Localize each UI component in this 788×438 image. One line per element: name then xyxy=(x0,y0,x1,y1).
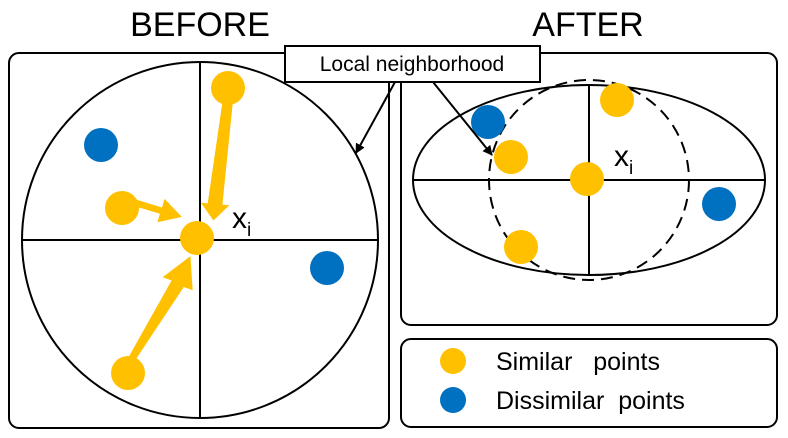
similar-point xyxy=(494,140,528,174)
callout-arrow-to-after xyxy=(432,81,493,156)
before-title: BEFORE xyxy=(130,6,270,44)
similar-point xyxy=(111,356,145,390)
arrow-left-to-center xyxy=(126,197,182,223)
after-xi-label: xi xyxy=(614,140,633,179)
legend-similar-swatch xyxy=(440,348,466,374)
arrow-bottom-to-center xyxy=(124,256,193,367)
after-panel-frame xyxy=(400,52,778,326)
similar-point xyxy=(600,83,634,117)
after-title: AFTER xyxy=(532,6,643,44)
dissimilar-point xyxy=(310,251,344,285)
before-xi-label: xi xyxy=(232,202,251,241)
local-neighborhood-callout: Local neighborhood xyxy=(284,45,541,156)
before-panel-frame xyxy=(8,52,390,429)
dissimilar-point xyxy=(471,105,505,139)
center-point-xi xyxy=(570,162,604,196)
legend-dissimilar-swatch xyxy=(440,387,466,413)
similar-point xyxy=(504,230,538,264)
legend: Similar points Dissimilar points xyxy=(400,338,778,428)
dissimilar-point xyxy=(84,128,118,162)
dissimilar-point xyxy=(702,187,736,221)
before-attraction-arrows xyxy=(124,95,234,367)
legend-frame xyxy=(400,338,778,428)
callout-label: Local neighborhood xyxy=(320,53,505,76)
after-panel: xi xyxy=(400,52,778,326)
arrow-top-to-center xyxy=(200,95,234,221)
callout-box xyxy=(284,45,541,83)
before-panel: xi xyxy=(8,52,390,429)
legend-similar-label: Similar points xyxy=(496,348,660,376)
similar-point xyxy=(105,191,139,225)
center-point-xi xyxy=(180,221,214,255)
legend-dissimilar-label: Dissimilar points xyxy=(496,387,685,415)
callout-arrow-to-before xyxy=(355,81,396,154)
similar-point xyxy=(211,71,245,105)
